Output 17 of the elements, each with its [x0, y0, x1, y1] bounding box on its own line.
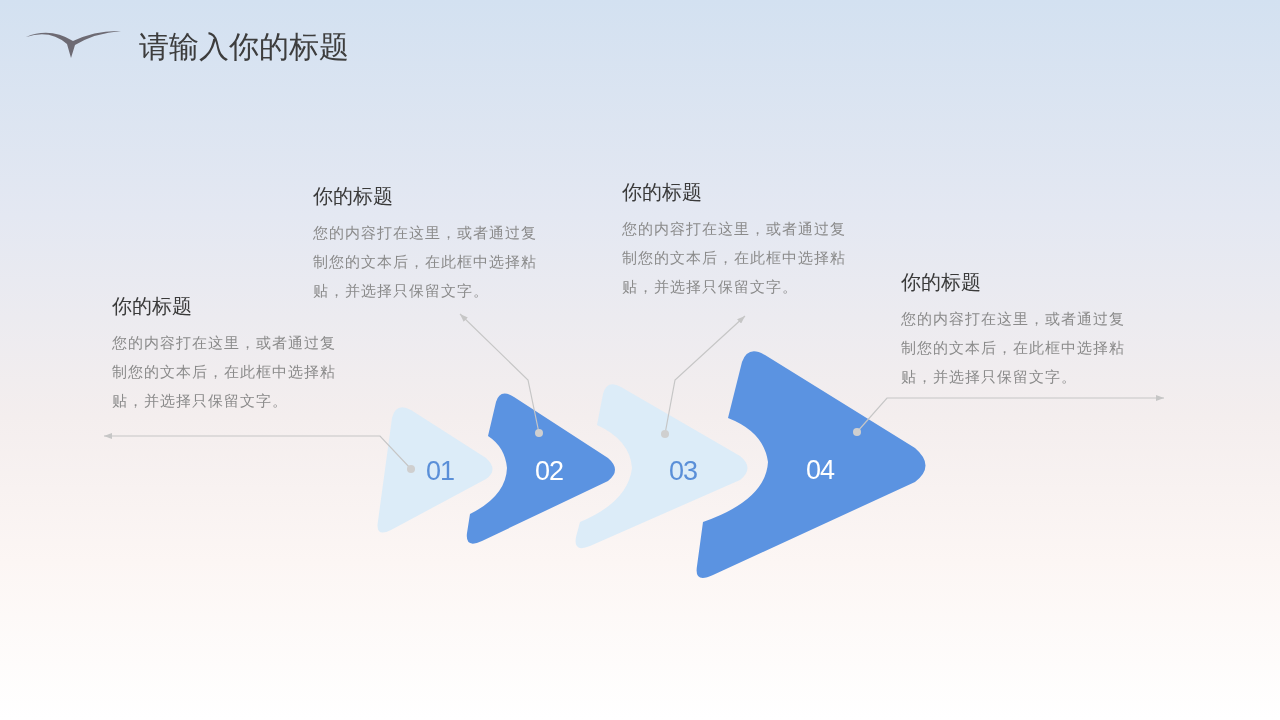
- step-heading: 你的标题: [622, 180, 702, 204]
- leader-line: [661, 315, 746, 438]
- step-description: 您的内容打在这里，或者通过复制您的文本后，在此框中选择粘贴，并选择只保留文字。: [112, 333, 337, 411]
- slide-title: 请输入你的标题: [139, 29, 349, 65]
- leader-line: [459, 313, 543, 437]
- step-heading: 你的标题: [901, 270, 981, 294]
- step-description: 您的内容打在这里，或者通过复制您的文本后，在此框中选择粘贴，并选择只保留文字。: [901, 309, 1126, 387]
- leader-line: [103, 433, 415, 473]
- step-number: 02: [535, 456, 563, 486]
- step-heading: 你的标题: [112, 294, 192, 318]
- step-number: 01: [426, 456, 454, 486]
- step-number: 04: [806, 455, 834, 485]
- leader-line: [853, 395, 1165, 436]
- step-number: 03: [669, 456, 697, 486]
- step-description: 您的内容打在这里，或者通过复制您的文本后，在此框中选择粘贴，并选择只保留文字。: [313, 223, 538, 301]
- step-heading: 你的标题: [313, 184, 393, 208]
- step-description: 您的内容打在这里，或者通过复制您的文本后，在此框中选择粘贴，并选择只保留文字。: [622, 219, 847, 297]
